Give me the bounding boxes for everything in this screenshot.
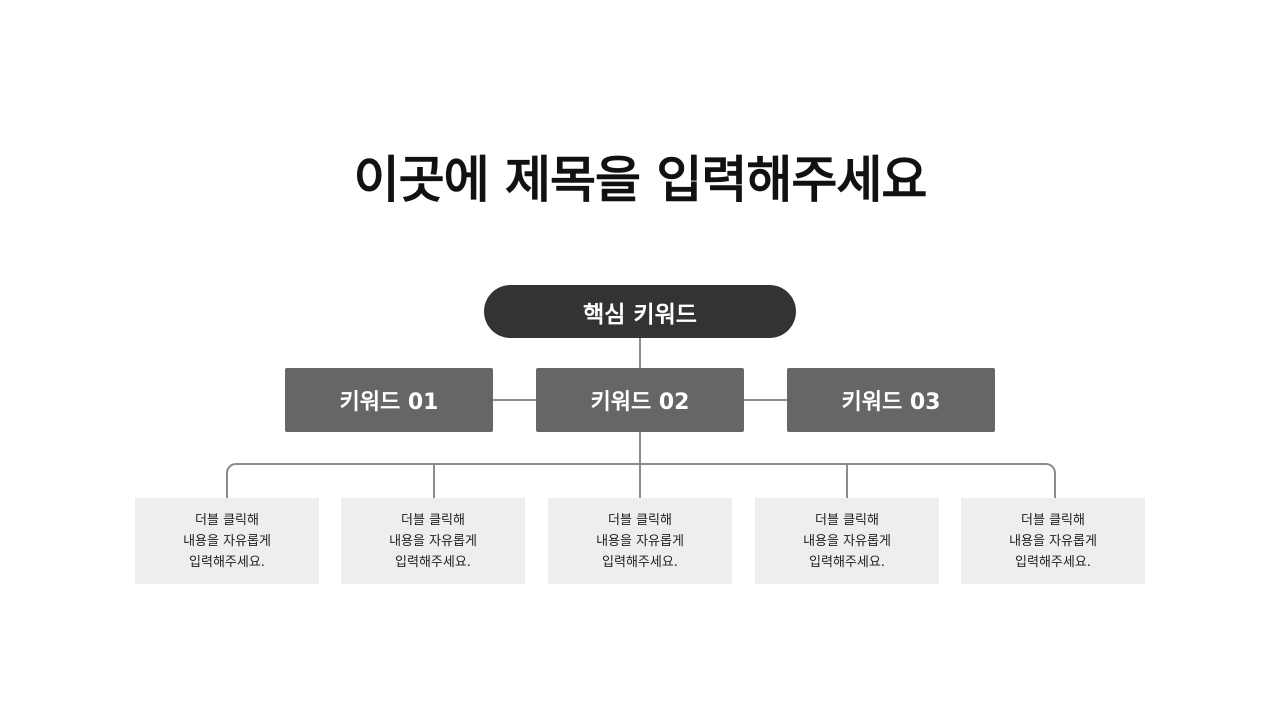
- card-line: 내용을 자유롭게: [596, 533, 684, 549]
- connector-core-to-keyword: [639, 338, 641, 368]
- connector-card1: [226, 474, 228, 498]
- card-line: 더블 클릭해: [608, 512, 672, 528]
- card-line: 입력해주세요.: [602, 554, 678, 570]
- content-card-2[interactable]: 더블 클릭해 내용을 자유롭게 입력해주세요.: [341, 498, 525, 584]
- keyword-box-03[interactable]: 키워드 03: [787, 368, 995, 432]
- card-line: 입력해주세요.: [1015, 554, 1091, 570]
- keyword-box-02[interactable]: 키워드 02: [536, 368, 744, 432]
- card-line: 내용을 자유롭게: [1009, 533, 1097, 549]
- card-line: 더블 클릭해: [195, 512, 259, 528]
- connector-corner-left: [226, 463, 240, 477]
- connector-card3: [639, 464, 641, 498]
- connector-kw2-kw3: [744, 399, 787, 401]
- card-line: 내용을 자유롭게: [183, 533, 271, 549]
- card-line: 입력해주세요.: [189, 554, 265, 570]
- keyword-label: 키워드 01: [339, 390, 439, 415]
- connector-corner-right: [1042, 463, 1056, 477]
- card-line: 입력해주세요.: [395, 554, 471, 570]
- card-line: 더블 클릭해: [1021, 512, 1085, 528]
- connector-kw2-down: [639, 432, 641, 464]
- content-card-4[interactable]: 더블 클릭해 내용을 자유롭게 입력해주세요.: [755, 498, 939, 584]
- connector-horizontal-bus: [238, 463, 1044, 465]
- connector-card5: [1054, 474, 1056, 498]
- connector-card2: [433, 464, 435, 498]
- content-card-5[interactable]: 더블 클릭해 내용을 자유롭게 입력해주세요.: [961, 498, 1145, 584]
- content-card-3[interactable]: 더블 클릭해 내용을 자유롭게 입력해주세요.: [548, 498, 732, 584]
- card-line: 내용을 자유롭게: [803, 533, 891, 549]
- connector-kw1-kw2: [493, 399, 536, 401]
- keyword-label: 키워드 03: [841, 390, 941, 415]
- connector-card4: [846, 464, 848, 498]
- content-card-1[interactable]: 더블 클릭해 내용을 자유롭게 입력해주세요.: [135, 498, 319, 584]
- card-line: 더블 클릭해: [401, 512, 465, 528]
- card-line: 더블 클릭해: [815, 512, 879, 528]
- core-keyword-label: 핵심 키워드: [583, 301, 697, 328]
- keyword-box-01[interactable]: 키워드 01: [285, 368, 493, 432]
- core-keyword-pill[interactable]: 핵심 키워드: [484, 285, 796, 338]
- keyword-label: 키워드 02: [590, 390, 690, 415]
- card-line: 내용을 자유롭게: [389, 533, 477, 549]
- card-line: 입력해주세요.: [809, 554, 885, 570]
- page-title[interactable]: 이곳에 제목을 입력해주세요: [353, 151, 928, 209]
